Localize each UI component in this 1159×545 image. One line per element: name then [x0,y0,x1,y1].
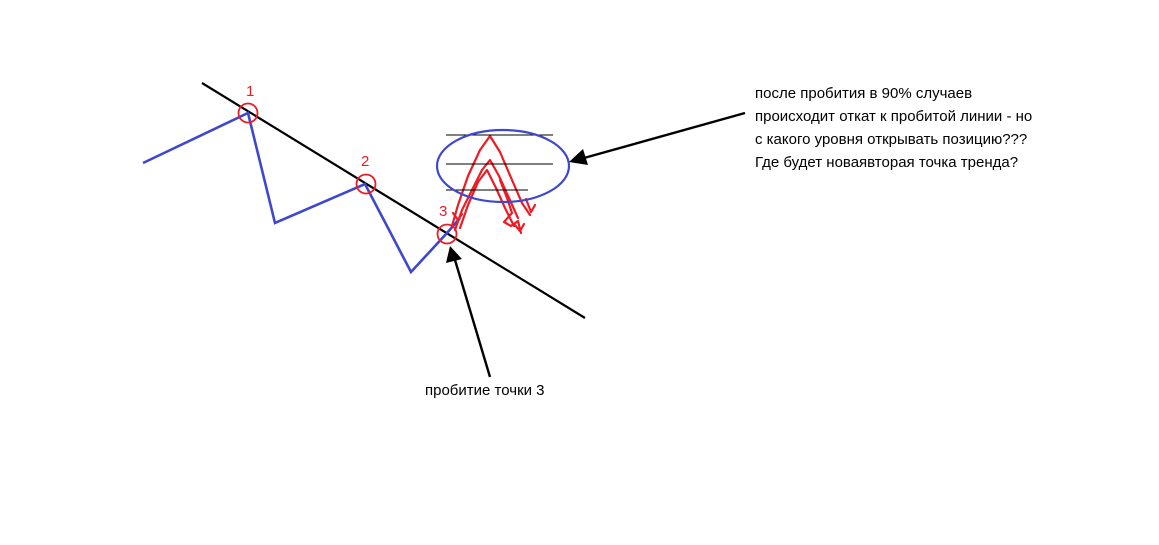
retest-zone-ellipse [435,128,571,204]
level-lines [446,134,553,191]
note-line: Где будет новаявторая точка тренда? [755,154,1019,171]
retest-scribble [450,134,537,235]
point-label-2: 2 [361,153,369,170]
point-marker-3 [436,223,458,245]
arrowhead-top [569,149,588,165]
annotation-arrows [446,111,746,378]
arrow-line-top [583,111,746,160]
price-path [142,111,461,275]
breakout-point-3-note: пробитие точки 3 [425,382,545,399]
point-label-1: 1 [246,83,254,100]
note-line: происходит откат к пробитой линии - но [755,108,1033,125]
breakout-question-note: после пробития в 90% случаев происходит … [755,82,1032,174]
note-line: с какого уровня открывать позицию??? [755,131,1028,148]
point-marker-2 [355,173,377,195]
trend-line [201,82,586,319]
note-line: после пробития в 90% случаев [755,85,973,102]
point-label-3: 3 [439,203,447,220]
arrow-line-bottom [453,259,492,378]
arrowhead-bottom [446,246,462,263]
point-markers [237,102,458,245]
point-marker-1 [237,102,259,124]
